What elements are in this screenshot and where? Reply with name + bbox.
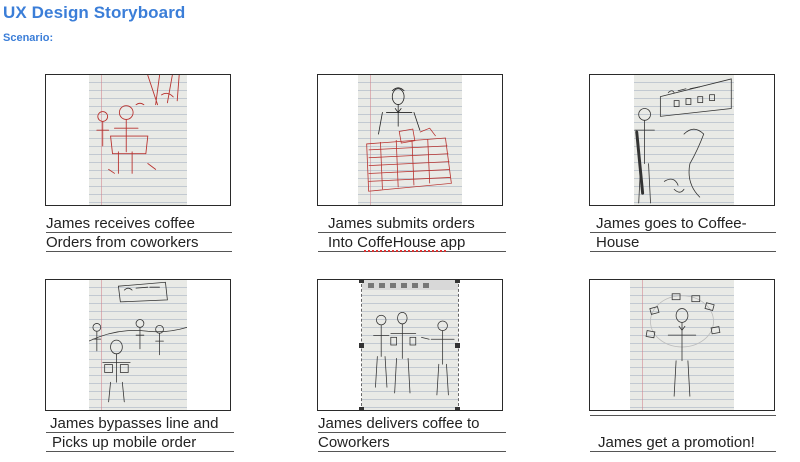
storyboard-frame-2[interactable]: [317, 74, 503, 206]
resize-handle-top-left[interactable]: [359, 280, 364, 283]
caption-3-line-2[interactable]: House: [590, 234, 776, 252]
caption-5-line-2[interactable]: Coworkers: [318, 434, 506, 452]
caption-4-line-1[interactable]: James bypasses line and: [46, 415, 234, 433]
sketch-image-2[interactable]: [358, 75, 462, 205]
caption-6-line-1[interactable]: [590, 415, 776, 416]
toolbar-icon[interactable]: [379, 282, 385, 288]
sketch-drawing-3: [634, 78, 732, 204]
toolbar-icon[interactable]: [390, 282, 396, 288]
resize-handle-bottom-left[interactable]: [359, 407, 364, 410]
sketch-image-4[interactable]: [89, 280, 187, 410]
storyboard-frame-5[interactable]: [317, 279, 503, 411]
sketch-image-5[interactable]: [361, 280, 459, 410]
caption-4-line-2[interactable]: Picks up mobile order: [46, 434, 234, 452]
caption-1-line-1[interactable]: James receives coffee: [46, 215, 232, 233]
storyboard-frame-6[interactable]: [589, 279, 775, 411]
sketch-image-6[interactable]: [630, 280, 734, 410]
resize-handle-mid-left[interactable]: [359, 343, 364, 348]
spellcheck-underline: [364, 250, 448, 252]
sketch-image-3[interactable]: [634, 75, 734, 205]
resize-handle-bottom-right[interactable]: [455, 407, 460, 410]
sketch-drawing-6: [645, 293, 721, 397]
caption-2-line-2-text: Into CoffeHouse app: [328, 234, 466, 251]
resize-handle-mid-right[interactable]: [455, 343, 460, 348]
scenario-label: Scenario:: [3, 32, 54, 44]
caption-1-line-2[interactable]: Orders from coworkers: [46, 234, 232, 252]
sketch-image-1[interactable]: [89, 75, 187, 205]
caption-5-line-1[interactable]: James delivers coffee to: [318, 415, 506, 433]
page-title: UX Design Storyboard: [3, 3, 186, 22]
sketch-drawing-2: [366, 87, 452, 192]
caption-2-line-1[interactable]: James submits orders: [318, 215, 506, 233]
toolbar-icon[interactable]: [368, 282, 374, 288]
toolbar-icon[interactable]: [412, 282, 418, 288]
storyboard-frame-1[interactable]: [45, 74, 231, 206]
caption-3-line-1[interactable]: James goes to Coffee-: [590, 215, 776, 233]
sketch-drawing-4: [89, 281, 187, 403]
sketch-drawing-5: [373, 311, 455, 396]
resize-handle-top-right[interactable]: [455, 280, 460, 283]
caption-6-line-2[interactable]: James get a promotion!: [590, 434, 776, 452]
toolbar-icon[interactable]: [401, 282, 407, 288]
sketch-drawing-1: [96, 75, 180, 174]
toolbar-icon[interactable]: [423, 282, 429, 288]
storyboard-frame-3[interactable]: [589, 74, 775, 206]
storyboard-frame-4[interactable]: [45, 279, 231, 411]
image-toolbar[interactable]: [362, 280, 458, 290]
